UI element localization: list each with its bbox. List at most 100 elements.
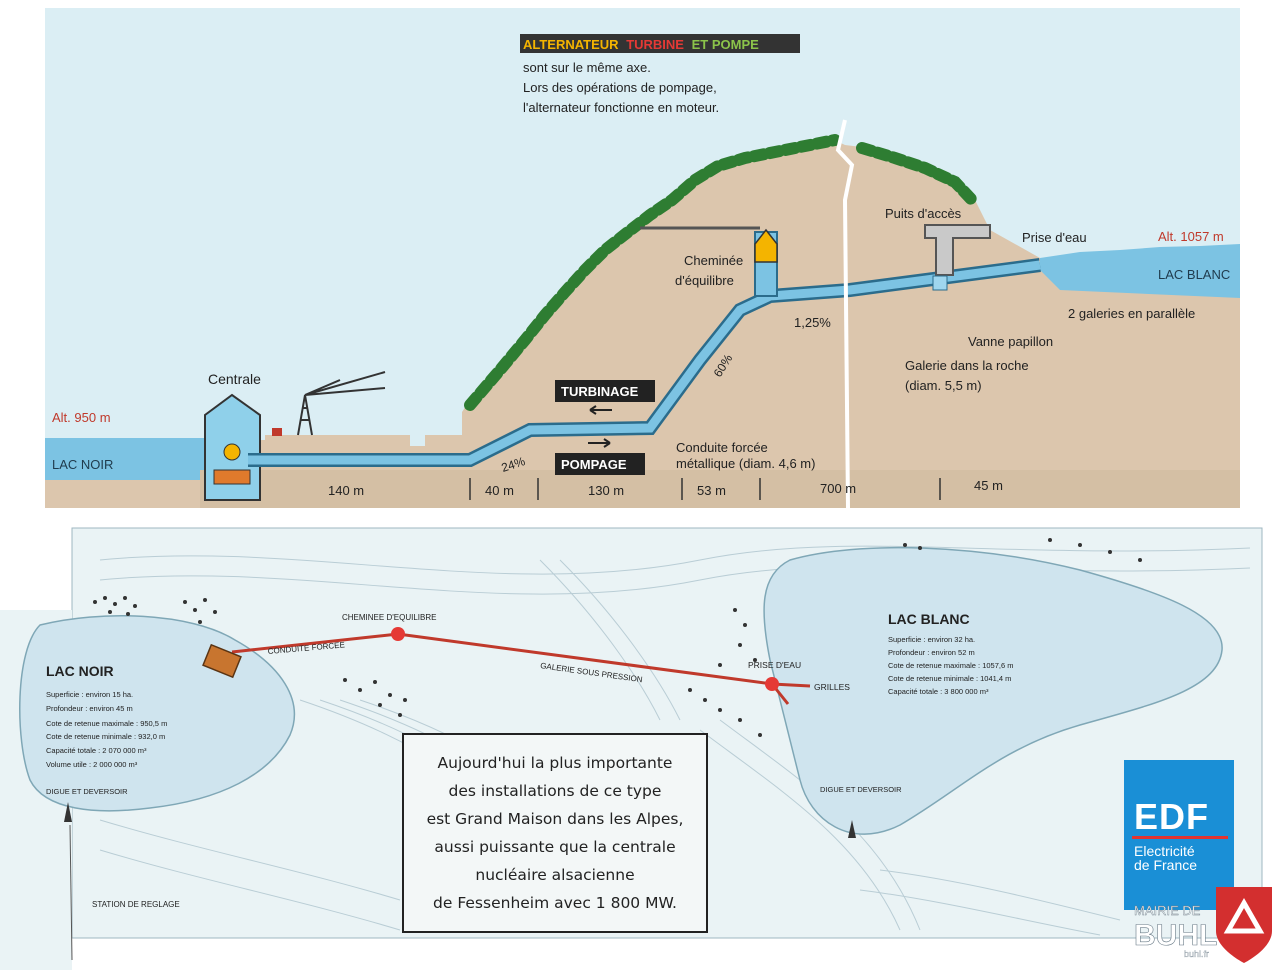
lac-blanc-plan-title: LAC BLANC: [888, 611, 970, 627]
note-line-6: de Fessenheim avec 1 800 MW.: [433, 894, 677, 912]
galeries-label: 2 galeries en parallèle: [1068, 306, 1195, 321]
lac-blanc-water: [1040, 244, 1240, 298]
buhl-shield-icon: [1216, 887, 1272, 963]
lac-noir-water: [45, 438, 205, 480]
note-line-4: aussi puissante que la centrale: [434, 838, 676, 856]
info-note-text: Aujourd'hui la plus importante des insta…: [427, 749, 684, 917]
tree-line: [464, 134, 841, 411]
galerie-label-2: (diam. 5,5 m): [905, 378, 982, 393]
vanne-label: Vanne papillon: [968, 334, 1053, 349]
buhl-line-3: buhl.fr: [1184, 949, 1209, 959]
legend-pompe-word: ET POMPE: [692, 37, 760, 52]
distance-140: 140 m: [328, 483, 364, 498]
legend-alternateur: ALTERNATEUR TURBINE ET POMPE: [523, 37, 759, 52]
lac-noir-spec-5: Capacité totale : 2 070 000 m³: [46, 746, 147, 755]
edf-sub-line-2: de France: [1134, 857, 1198, 873]
pipeline-plan: [231, 632, 811, 688]
lac-noir-label: LAC NOIR: [52, 457, 113, 472]
note-line-1: Aujourd'hui la plus importante: [437, 754, 673, 772]
alternateur: [223, 443, 241, 461]
distance-band: [200, 470, 1240, 508]
edf-logo-rule: [1132, 836, 1228, 839]
cheminee-top: [754, 228, 778, 263]
slope-125-label: 1,25%: [794, 315, 831, 330]
note-line-2: des installations de ce type: [448, 782, 662, 800]
distance-ticks: [469, 478, 941, 500]
buhl-line-2: BUHL: [1134, 919, 1217, 952]
legend-alternateur-word: ALTERNATEUR: [523, 37, 619, 52]
conduite-label-2: métallique (diam. 4,6 m): [676, 456, 815, 471]
edf-sub-line-1: Electricité: [1134, 843, 1195, 859]
lac-blanc-spec-1: Superficie : environ 32 ha.: [888, 635, 975, 644]
break-line: [835, 119, 855, 509]
legend-header-bg: [520, 34, 800, 53]
alt-left-label: Alt. 950 m: [52, 410, 111, 425]
lac-noir-spec-4: Cote de retenue minimale : 932,0 m: [46, 732, 165, 741]
plan-digue-left-label: DIGUE ET DEVERSOIR: [46, 787, 128, 796]
buhl-shield-mark: [1223, 897, 1265, 934]
conduite-label-1: Conduite forcée: [676, 440, 768, 455]
pompage-arrow: [588, 438, 611, 448]
lac-noir-spec-1: Superficie : environ 15 ha.: [46, 690, 133, 699]
prise-node: [765, 677, 779, 691]
lac-blanc-label: LAC BLANC: [1158, 267, 1230, 282]
distance-53: 53 m: [697, 483, 726, 498]
note-line-3: est Grand Maison dans les Alpes,: [426, 810, 684, 828]
lac-noir-spec-3: Cote de retenue maximale : 950,5 m: [46, 719, 167, 728]
buhl-watermark: MAIRIE DE BUHL buhl.fr: [1134, 887, 1272, 963]
pompage-badge: [555, 453, 645, 475]
legend-line-4: l'alternateur fonctionne en moteur.: [523, 100, 719, 115]
tree-line-right: [856, 142, 978, 206]
pompage-label: POMPAGE: [561, 457, 627, 472]
vanne-papillon: [932, 275, 948, 291]
lac-blanc-spec-5: Capacité totale : 3 800 000 m³: [888, 687, 989, 696]
distance-700: 700 m: [820, 481, 856, 496]
distance-40: 40 m: [485, 483, 514, 498]
puits-acces: [924, 224, 991, 276]
alt-right-label: Alt. 1057 m: [1158, 229, 1224, 244]
river-left: [69, 824, 73, 961]
cheminee-node: [391, 627, 405, 641]
plan-cheminee-label: CHEMINEE D'EQUILIBRE: [342, 613, 436, 622]
turbinage-badge: [555, 380, 655, 402]
lac-blanc-spec-4: Cote de retenue minimale : 1041,4 m: [888, 674, 1011, 683]
edf-logo-text: EDF: [1134, 796, 1209, 837]
turbinage-label: TURBINAGE: [561, 384, 639, 399]
lac-blanc-spec-3: Cote de retenue maximale : 1057,6 m: [888, 661, 1014, 670]
note-line-5: nucléaire alsacienne: [475, 866, 635, 884]
buhl-line-1: MAIRIE DE: [1134, 903, 1201, 918]
info-note-box: Aujourd'hui la plus importante des insta…: [402, 733, 708, 933]
legend-turbine-word: TURBINE: [626, 37, 684, 52]
plan-digue-right-label: DIGUE ET DEVERSOIR: [820, 785, 902, 794]
cheminee-label-2: d'équilibre: [675, 273, 734, 288]
legend-line-3: Lors des opérations de pompage,: [523, 80, 717, 95]
centrale-label: Centrale: [208, 371, 261, 387]
lac-blanc-spec-2: Profondeur : environ 52 m: [888, 648, 975, 657]
plan-grilles-label: GRILLES: [814, 682, 850, 692]
digue-right-mark: [848, 820, 856, 838]
edf-logo-subtitle: Electricité de France: [1134, 844, 1197, 872]
legend-line-2: sont sur le même axe.: [523, 60, 651, 75]
digue-left-mark: [64, 802, 72, 822]
turbinage-arrow: [589, 405, 612, 415]
lac-noir-spec-6: Volume utile : 2 000 000 m³: [46, 760, 138, 769]
edf-logo: EDF Electricité de France: [1124, 760, 1234, 910]
centrale-plan: [202, 643, 242, 679]
puits-label: Puits d'accès: [885, 206, 962, 221]
distance-130: 130 m: [588, 483, 624, 498]
lac-noir-spec-2: Profondeur : environ 45 m: [46, 704, 133, 713]
centrale-pump: [213, 469, 251, 485]
distance-45: 45 m: [974, 478, 1003, 493]
prise-label: Prise d'eau: [1022, 230, 1087, 245]
conduite-forcee-inner: [248, 260, 1041, 465]
plan-prise-label: PRISE D'EAU: [748, 660, 801, 670]
galerie-label-1: Galerie dans la roche: [905, 358, 1029, 373]
lac-blanc-plan: [763, 546, 1223, 835]
plan-station-label: STATION DE REGLAGE: [92, 900, 180, 909]
lac-noir-plan-title: LAC NOIR: [46, 663, 114, 679]
cheminee-label-1: Cheminée: [684, 253, 743, 268]
pylon: [297, 371, 386, 436]
tree-dots: [93, 538, 1142, 737]
transformer: [272, 428, 282, 436]
